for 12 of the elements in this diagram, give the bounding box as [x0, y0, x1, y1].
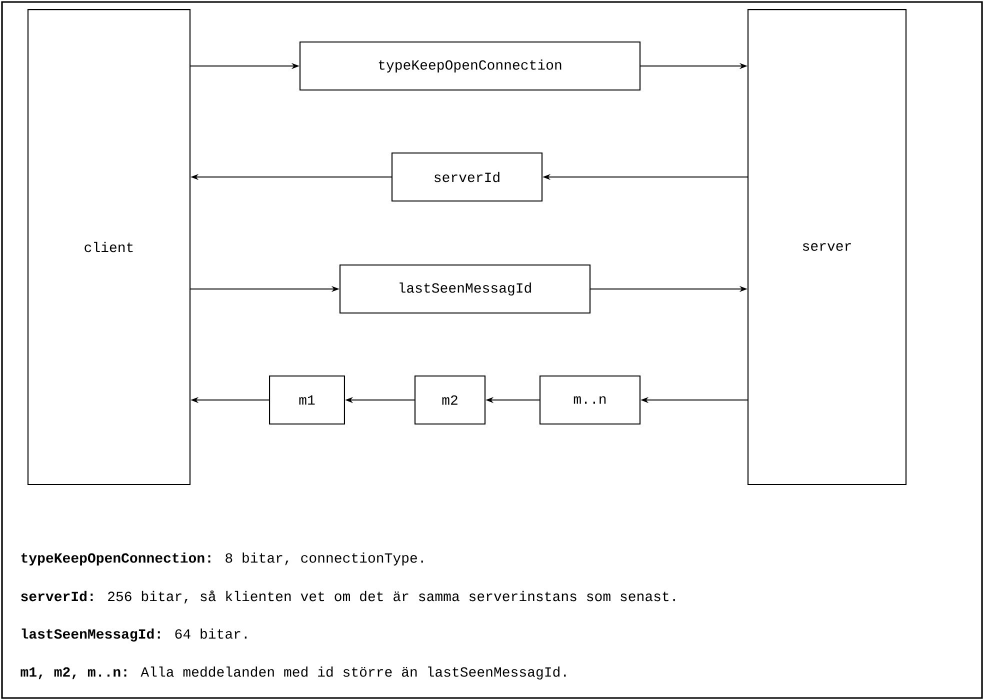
process-box: typeKeepOpenConnection [299, 41, 641, 91]
note: m1, m2, m..n: Alla meddelanden med id större än lastSeenMessagId. [20, 666, 566, 680]
note: serverId: 256 bitar, så klienten vet om det är samma serverinstans som senast. [21, 590, 675, 604]
process-box: m..n [539, 375, 641, 425]
process-box: m2 [414, 375, 486, 425]
process-box: serverId [391, 152, 543, 202]
note: lastSeenMessagId: 64 bitar. [22, 628, 246, 642]
process-box: server [747, 9, 907, 485]
process-box: lastSeenMessagId [339, 264, 591, 314]
note: typeKeepOpenConnection: 8 bitar, connectionType. [21, 552, 423, 566]
process-box: m1 [269, 375, 345, 425]
process-box: client [27, 9, 191, 485]
